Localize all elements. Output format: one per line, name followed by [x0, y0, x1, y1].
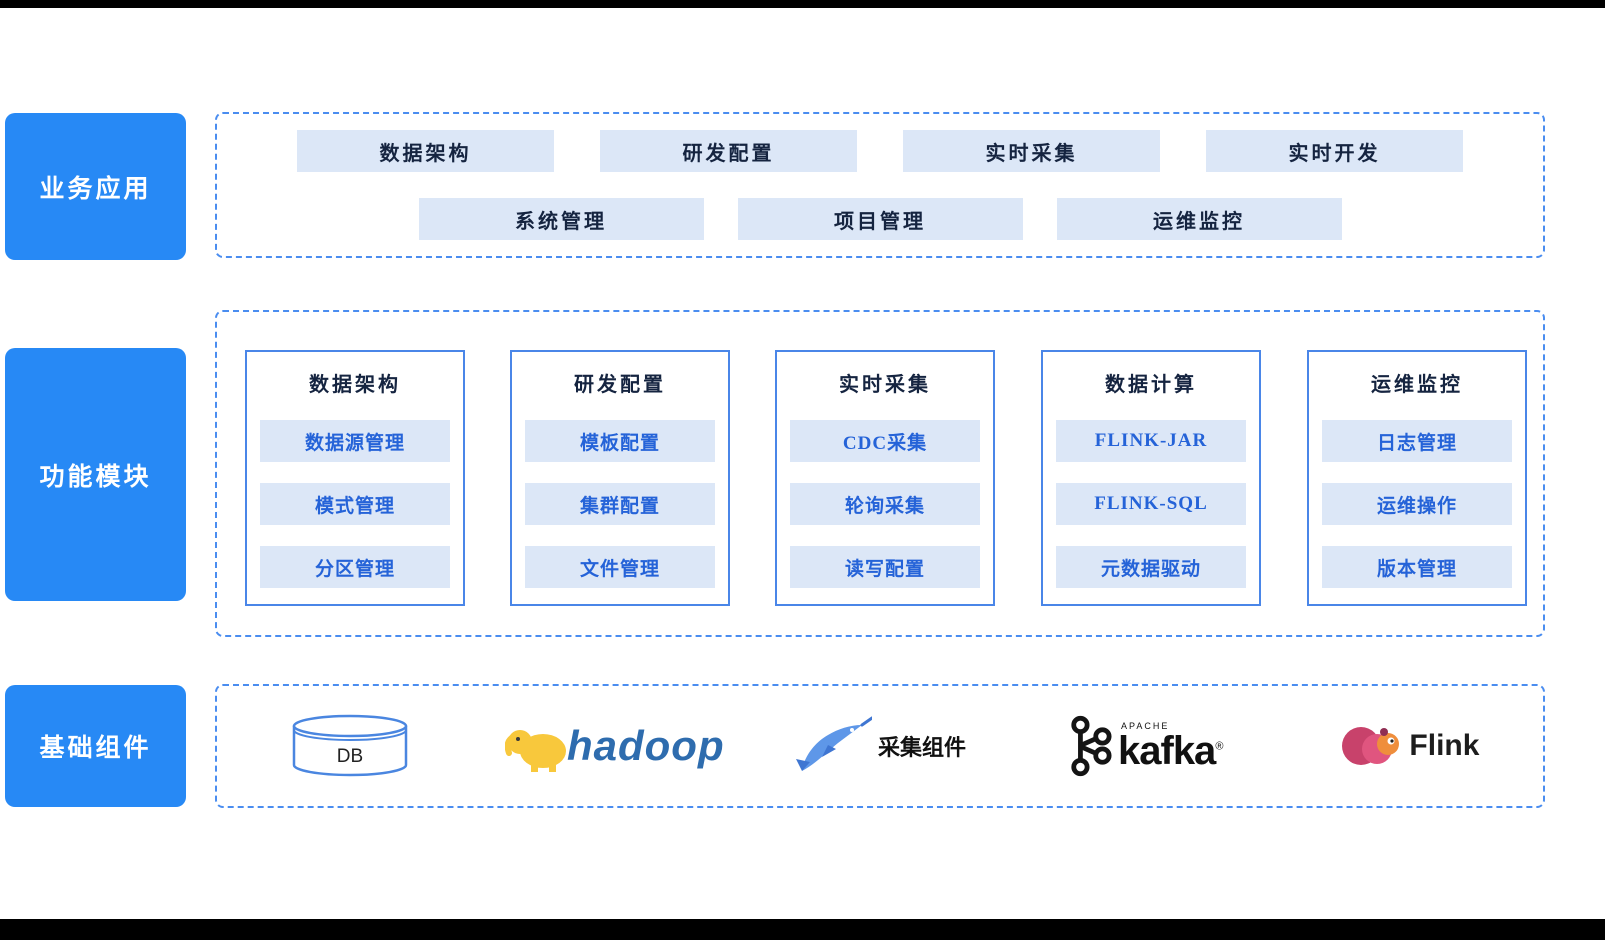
module-column-title: 实时采集 [839, 374, 931, 396]
module-item: 文件管理 [525, 546, 715, 588]
hadoop-elephant-icon [504, 730, 566, 772]
collector-fish-icon [796, 716, 872, 771]
module-column-title: 研发配置 [574, 374, 666, 396]
app-pill: 研发配置 [600, 130, 857, 172]
flink-squirrel-icon [1342, 727, 1400, 765]
top-black-bar [0, 0, 1605, 8]
module-item: CDC采集 [790, 420, 980, 462]
basic-components-section: DB hadoop 采集组件 [215, 684, 1545, 808]
module-item: 运维操作 [1322, 483, 1512, 525]
hadoop-label: hadoop [566, 722, 725, 769]
module-column: 数据架构 数据源管理 模式管理 分区管理 [245, 350, 465, 606]
module-column-title: 数据计算 [1105, 374, 1197, 396]
module-column: 实时采集 CDC采集 轮询采集 读写配置 [775, 350, 995, 606]
component-kafka: APACHE kafka® [1013, 715, 1278, 777]
sidebar-modules-label: 功能模块 [5, 348, 186, 601]
app-pill: 系统管理 [418, 198, 704, 240]
flink-label: Flink [1409, 729, 1480, 762]
module-item: 读写配置 [790, 546, 980, 588]
module-items: FLINK-JAR FLINK-SQL 元数据驱动 [1043, 420, 1259, 588]
module-item: 日志管理 [1322, 420, 1512, 462]
kafka-icon [1071, 715, 1112, 777]
module-item: 模式管理 [260, 483, 450, 525]
component-hadoop: hadoop [482, 720, 747, 772]
module-item: 元数据驱动 [1056, 546, 1246, 588]
sidebar-business-label: 业务应用 [5, 113, 186, 260]
business-apps-section: 数据架构 研发配置 实时采集 实时开发 系统管理 项目管理 运维监控 [215, 112, 1545, 258]
module-column: 运维监控 日志管理 运维操作 版本管理 [1307, 350, 1527, 606]
component-db: DB [217, 714, 482, 778]
module-column-title: 运维监控 [1371, 374, 1463, 396]
module-items: 数据源管理 模式管理 分区管理 [247, 420, 463, 588]
apps-row-2: 系统管理 项目管理 运维监控 [217, 198, 1543, 240]
module-items: 日志管理 运维操作 版本管理 [1309, 420, 1525, 588]
apps-row-1: 数据架构 研发配置 实时采集 实时开发 [217, 130, 1543, 172]
component-flink: Flink [1278, 718, 1543, 774]
sidebar-components-label: 基础组件 [5, 685, 186, 807]
module-column: 数据计算 FLINK-JAR FLINK-SQL 元数据驱动 [1041, 350, 1261, 606]
module-item: 版本管理 [1322, 546, 1512, 588]
app-pill: 数据架构 [297, 130, 554, 172]
module-item: FLINK-JAR [1056, 420, 1246, 462]
app-pill: 实时开发 [1206, 130, 1463, 172]
module-item: 集群配置 [525, 483, 715, 525]
module-item: FLINK-SQL [1056, 483, 1246, 525]
module-column-title: 数据架构 [309, 374, 401, 396]
component-collector: 采集组件 [747, 715, 1012, 777]
module-column: 研发配置 模板配置 集群配置 文件管理 [510, 350, 730, 606]
bottom-black-bar [0, 919, 1605, 940]
app-pill: 运维监控 [1056, 198, 1342, 240]
db-label: DB [336, 746, 362, 767]
app-pill: 实时采集 [903, 130, 1160, 172]
module-items: CDC采集 轮询采集 读写配置 [777, 420, 993, 588]
app-pill: 项目管理 [737, 198, 1023, 240]
kafka-wordmark: APACHE kafka® [1118, 720, 1223, 773]
collector-label: 采集组件 [878, 735, 967, 760]
function-modules-section: 数据架构 数据源管理 模式管理 分区管理 研发配置 模板配置 集群配置 文件管理… [215, 310, 1545, 637]
kafka-trademark: ® [1215, 740, 1223, 753]
module-item: 模板配置 [525, 420, 715, 462]
module-item: 数据源管理 [260, 420, 450, 462]
module-item: 分区管理 [260, 546, 450, 588]
kafka-label: kafka [1118, 728, 1216, 773]
database-cylinder-icon: DB [292, 714, 407, 777]
kafka-apache-label: APACHE [1121, 720, 1170, 731]
module-item: 轮询采集 [790, 483, 980, 525]
module-items: 模板配置 集群配置 文件管理 [512, 420, 728, 588]
